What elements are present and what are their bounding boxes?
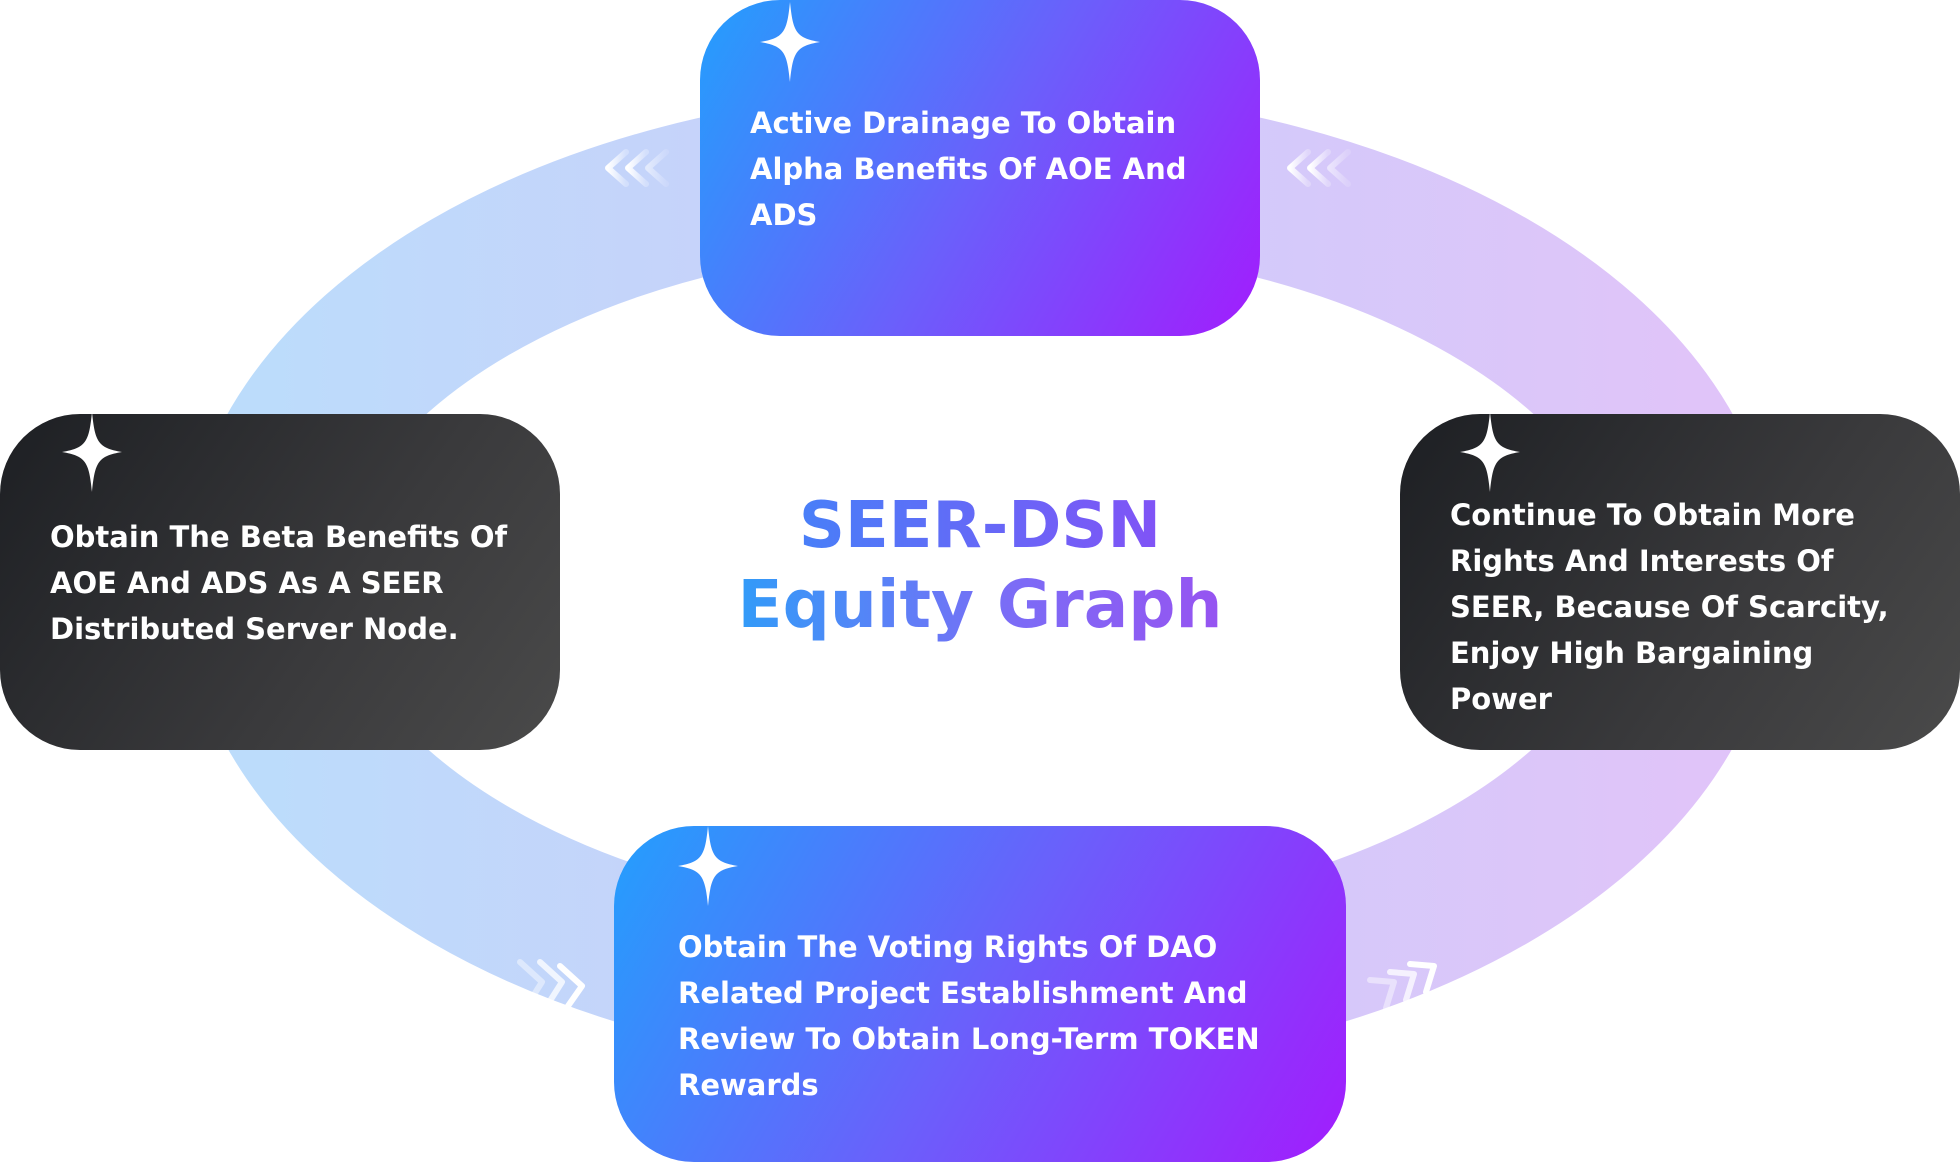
title-line-2: Equity Graph [680,564,1280,646]
chevron-triple-icon [1367,961,1437,1011]
sparkle-icon [678,826,738,906]
chevron-triple-icon [605,149,669,187]
card-text: Obtain The Voting Rights Of DAO Related … [678,930,1260,1102]
card-alpha-benefits: Active Drainage To Obtain Alpha Benefits… [700,0,1260,336]
title-line-1: SEER-DSN [680,488,1280,564]
sparkle-icon [62,412,122,492]
card-text: Continue To Obtain More Rights And Inter… [1450,498,1889,716]
sparkle-icon [1460,412,1520,492]
card-more-rights: Continue To Obtain More Rights And Inter… [1400,412,1960,750]
chevron-triple-icon [517,959,585,1009]
card-beta-benefits: Obtain The Beta Benefits Of AOE And ADS … [0,412,560,750]
sparkle-icon [760,2,820,82]
card-voting-rights: Obtain The Voting Rights Of DAO Related … [614,826,1346,1162]
chevron-triple-icon [1287,149,1351,187]
card-text: Obtain The Beta Benefits Of AOE And ADS … [50,520,508,646]
card-text: Active Drainage To Obtain Alpha Benefits… [750,106,1187,232]
diagram-title: SEER-DSN Equity Graph [680,488,1280,646]
